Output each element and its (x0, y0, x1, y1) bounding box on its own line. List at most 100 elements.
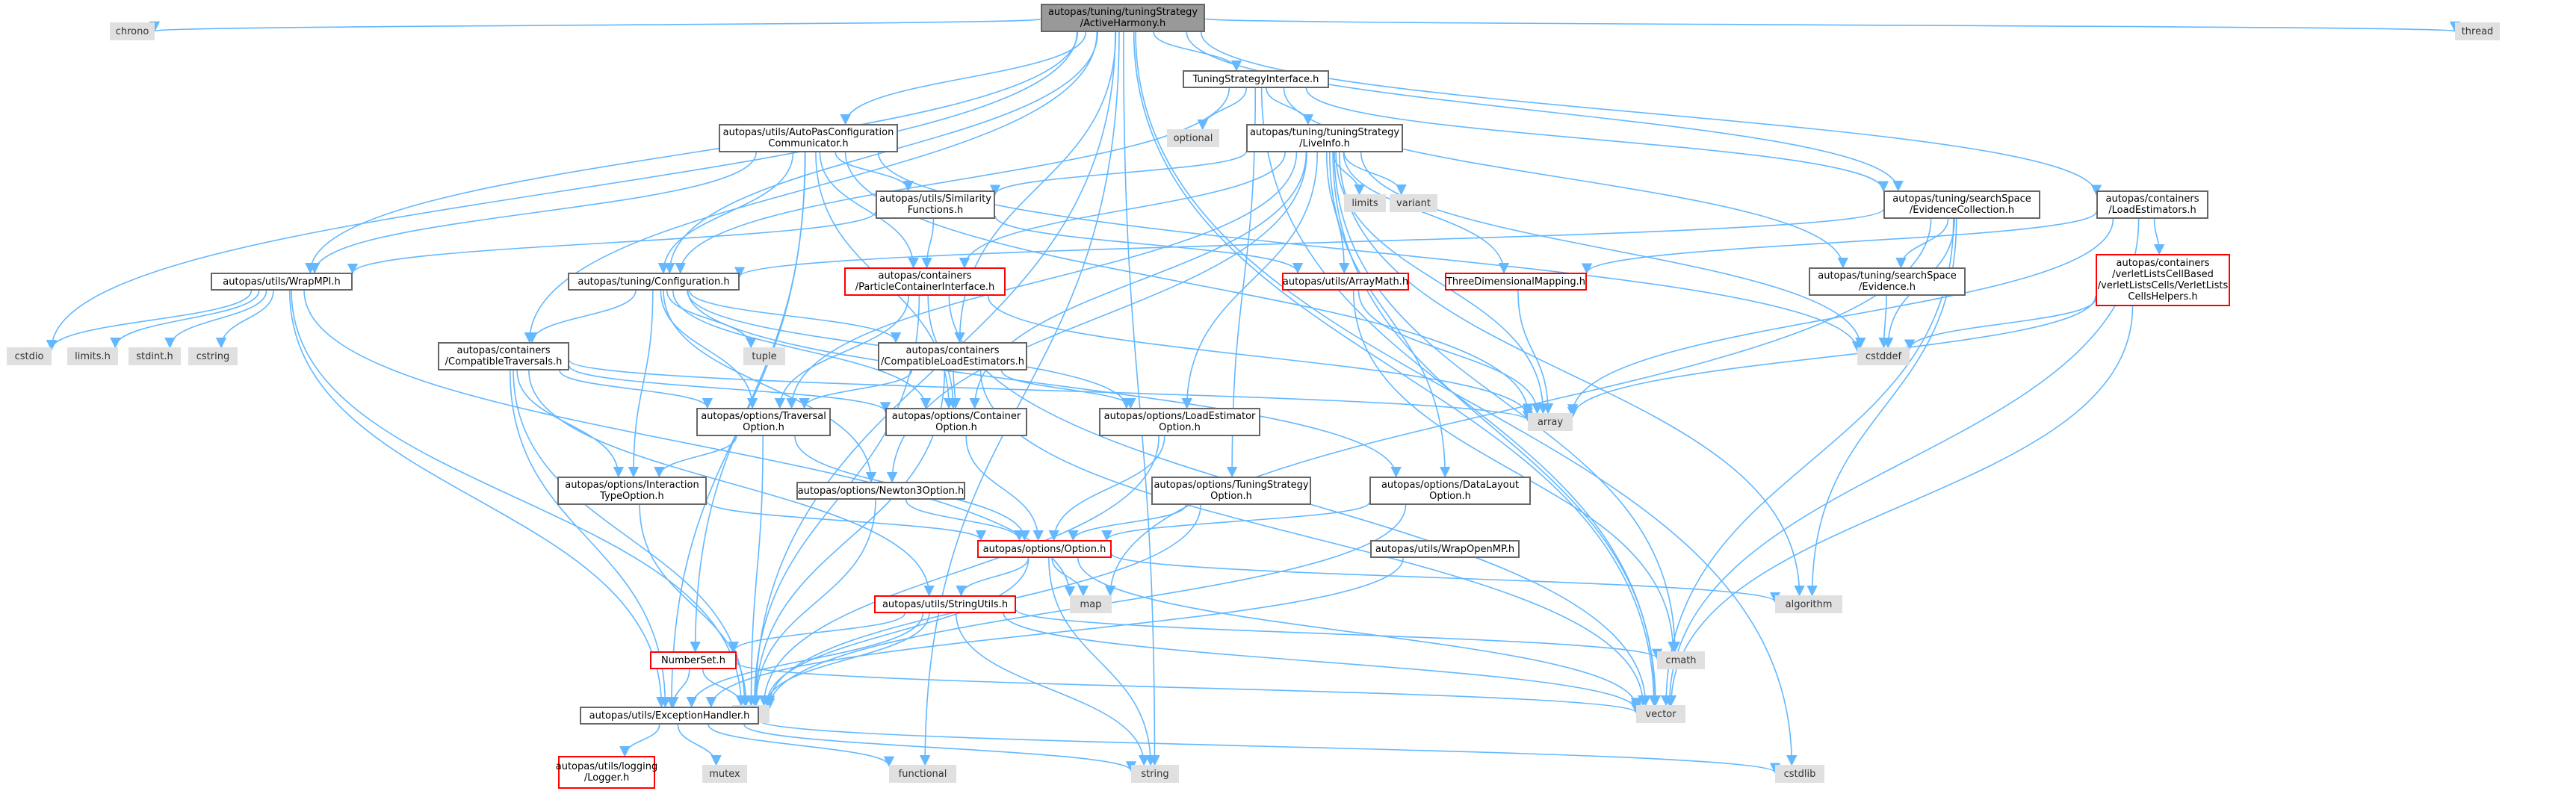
node-vector[interactable]: vector (1636, 705, 1685, 723)
edge-option-to-vector (1077, 557, 1642, 709)
node-traversal-option-h[interactable]: autopas/options/Traversal Option.h (696, 408, 831, 436)
node-exception-handler-h[interactable]: autopas/utils/ExceptionHandler.h (580, 707, 759, 725)
edge-wrapmpi-to-set (291, 290, 747, 707)
edge-root-to-vector (1133, 31, 1659, 707)
edge-tsi-to-evidence (1283, 87, 1848, 269)
edge-arraymath-to-cmath (1352, 290, 1679, 653)
edge-similarity-to-particlecontainer (921, 218, 935, 269)
node-stdint-h[interactable]: stdint.h (129, 347, 181, 365)
node-interaction-type-option-h[interactable]: autopas/options/Interaction TypeOption.h (557, 477, 707, 505)
edge-travopt-to-interopt (654, 435, 737, 478)
node-string[interactable]: string (1131, 765, 1179, 783)
edge-similarity-to-wrapmpi (347, 211, 876, 275)
edge-liveinfo-to-travopt (786, 152, 1298, 409)
edge-verletcells-to-array (1567, 295, 2096, 418)
node-tuning-strategy-option-h[interactable]: autopas/options/TuningStrategy Option.h (1151, 477, 1311, 505)
edge-option-to-string (1048, 557, 1157, 766)
node-array[interactable]: array (1528, 413, 1573, 431)
node-cmath[interactable]: cmath (1657, 651, 1705, 669)
node-optional[interactable]: optional (1167, 129, 1219, 147)
node-autopas-configuration-communicator-h[interactable]: autopas/utils/AutoPasConfiguration Commu… (719, 124, 898, 152)
edge-liveinfo-to-algorithm (1338, 152, 1805, 597)
node-variant[interactable]: variant (1390, 194, 1437, 212)
node-map[interactable]: map (1070, 595, 1112, 613)
node-number-set-h[interactable]: NumberSet.h (650, 651, 737, 669)
edge-comptrav-to-array (569, 359, 1533, 422)
edge-stringutils-to-numberset (728, 612, 905, 653)
node-live-info-h[interactable]: autopas/tuning/tuningStrategy /LiveInfo.… (1246, 124, 1403, 152)
edge-option-to-algorithm (1111, 553, 1780, 604)
node-wrap-mpi-h[interactable]: autopas/utils/WrapMPI.h (211, 273, 353, 291)
edge-root-to-loadest (1200, 31, 2102, 196)
edge-liveinfo-to-vector (1332, 152, 1662, 707)
edge-root-to-chrono (150, 18, 1041, 33)
node-wrap-open-mp-h[interactable]: autopas/utils/WrapOpenMP.h (1370, 540, 1520, 558)
node-logger-h[interactable]: autopas/utils/logging /Logger.h (556, 756, 657, 789)
edge-interopt-to-set (639, 504, 752, 707)
edge-particlecontainer-to-travopt (774, 295, 909, 409)
node-similarity-functions-h[interactable]: autopas/utils/Similarity Functions.h (876, 190, 995, 219)
node-tuple[interactable]: tuple (743, 347, 785, 365)
edge-loadest-to-verletcells (2153, 218, 2165, 255)
node-container-option-h[interactable]: autopas/options/Container Option.h (885, 408, 1027, 436)
edge-root-to-cstdlib (1135, 31, 1798, 766)
node-configuration-h[interactable]: autopas/tuning/Configuration.h (568, 273, 740, 291)
edge-stringutils-to-exception (686, 612, 924, 708)
edge-liveinfo-to-cstddef (1360, 152, 1866, 349)
node-tuning-strategy-interface-h[interactable]: TuningStrategyInterface.h (1183, 70, 1329, 88)
edge-wrapmpi-to-limitsh (110, 290, 260, 349)
edge-autopasconf-to-particlecontainer (819, 152, 919, 269)
edge-contopt-to-option (965, 435, 1044, 542)
edge-arraymath-to-array (1357, 290, 1543, 415)
node-cstdlib[interactable]: cstdlib (1775, 765, 1824, 783)
edge-exception-to-mutex (677, 724, 722, 766)
edge-configuration-to-dlopt (687, 290, 1402, 478)
edge-tsi-to-configuration (675, 87, 1230, 274)
node-load-estimators-h[interactable]: autopas/containers /LoadEstimators.h (2096, 190, 2208, 219)
node-load-estimator-option-h[interactable]: autopas/options/LoadEstimator Option.h (1099, 408, 1260, 436)
edge-configuration-to-newton (663, 290, 877, 483)
edge-tsopt-to-option (1068, 504, 1186, 542)
node-array-math-h[interactable]: autopas/utils/ArrayMath.h (1282, 273, 1409, 291)
edge-evcoll-to-evidence (1895, 218, 1949, 269)
node-compatible-traversals-h[interactable]: autopas/containers /CompatibleTraversals… (438, 342, 569, 370)
edge-wrapmpi-to-cstdio (46, 290, 253, 351)
edge-comptrav-to-travopt (559, 370, 713, 409)
node-cstring[interactable]: cstring (188, 347, 238, 365)
node-cstddef[interactable]: cstddef (1857, 347, 1910, 365)
node-evidence-collection-h[interactable]: autopas/tuning/searchSpace /EvidenceColl… (1883, 190, 2040, 219)
node-verlet-lists-cells-helpers-h[interactable]: autopas/containers /verletListsCellBased… (2096, 254, 2230, 306)
node-active-harmony-h[interactable]: autopas/tuning/tuningStrategy /ActiveHar… (1041, 4, 1205, 32)
edge-exception-to-cstdlib (758, 719, 1780, 774)
edge-tsi-to-liveinfo (1266, 87, 1314, 125)
node-chrono[interactable]: chrono (110, 22, 155, 40)
node-limits-h[interactable]: limits.h (67, 347, 118, 365)
edge-autopasconf-to-wrapmpi (309, 152, 758, 274)
node-particle-container-interface-h[interactable]: autopas/containers /ParticleContainerInt… (844, 267, 1006, 296)
node-option-h[interactable]: autopas/options/Option.h (977, 540, 1112, 558)
edge-complest-to-travopt (799, 370, 913, 409)
node-limits[interactable]: limits (1344, 194, 1386, 212)
edge-comptrav-to-interopt (516, 370, 625, 478)
edge-comptrav-to-stringutils (528, 370, 935, 597)
edge-liveinfo-to-threedmap (1343, 152, 1510, 274)
node-algorithm[interactable]: algorithm (1775, 595, 1842, 613)
edge-autopasconf-to-similarity (835, 152, 914, 192)
node-evidence-h[interactable]: autopas/tuning/searchSpace /Evidence.h (1809, 267, 1966, 296)
node-newton3-option-h[interactable]: autopas/options/Newton3Option.h (796, 482, 965, 500)
edge-evidence-to-cstddef (1878, 295, 1889, 349)
node-functional[interactable]: functional (889, 765, 956, 783)
edge-comptrav-to-contopt (569, 365, 891, 413)
node-three-dimensional-mapping-h[interactable]: ThreeDimensionalMapping.h (1445, 273, 1587, 291)
node-compatible-load-estimators-h[interactable]: autopas/containers /CompatibleLoadEstima… (878, 342, 1027, 370)
edge-option-to-map (1051, 557, 1089, 597)
node-string-utils-h[interactable]: autopas/utils/StringUtils.h (874, 595, 1016, 613)
edge-root-to-evcoll (1186, 31, 1904, 192)
node-data-layout-option-h[interactable]: autopas/options/DataLayout Option.h (1369, 477, 1531, 505)
edge-liveinfo-to-particlecontainer (959, 152, 1286, 269)
node-thread[interactable]: thread (2455, 22, 2500, 40)
node-cstdio[interactable]: cstdio (7, 347, 52, 365)
node-mutex[interactable]: mutex (702, 765, 747, 783)
edge-root-to-functional (919, 31, 1120, 766)
